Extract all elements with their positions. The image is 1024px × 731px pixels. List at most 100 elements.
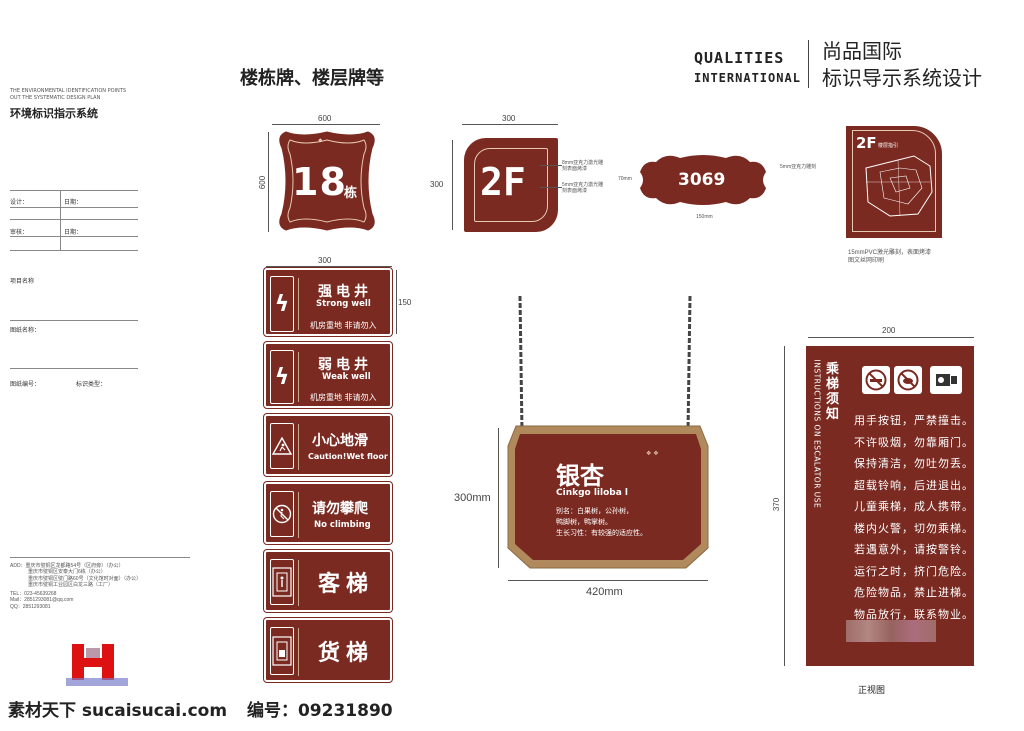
dim-line [462, 124, 558, 125]
leader-line [540, 187, 562, 188]
instruction-line: 物品放行，联系物业。 [854, 607, 974, 621]
brand-en-line1: QUALITIES [694, 49, 785, 67]
dim-label-width: 300 [318, 256, 332, 265]
design-label: 设计： [10, 199, 29, 206]
floor-map-sub: 楼层指引 [878, 143, 899, 149]
building-number: 18 [292, 160, 347, 204]
dim-line [808, 337, 974, 338]
dim-line [272, 124, 380, 125]
floor-map-note: 图文丝网印刷 [848, 258, 885, 264]
building-number-sign [279, 131, 375, 231]
strong-well-sign: ϟ 强电井 Strong well 机房重地 非请勿入 [263, 267, 393, 337]
divider [298, 278, 299, 330]
divider [10, 219, 138, 220]
dim-line [452, 140, 453, 230]
floor-map-inner [852, 130, 936, 232]
instruction-line: 不许吸烟，勿靠厢门。 [854, 435, 974, 449]
instruction-line: 保持清洁，勿吐勿丢。 [854, 457, 974, 470]
tree-desc: 别名：白果树，公孙树， [556, 507, 633, 515]
sign-type-label: 标识类型： [76, 381, 107, 388]
room-note: 5mm亚克力雕刻 [780, 164, 817, 170]
room-dim-h: 70mm [618, 176, 632, 182]
tree-logo-mark: ❖ ❖ [646, 450, 659, 457]
divider [10, 320, 138, 321]
room-number-sign [640, 155, 766, 205]
brand-logo-en: QUALITIES INTERNATIONAL [694, 48, 801, 88]
escalator-sign [806, 346, 974, 666]
sign-cn: 强电井 [318, 284, 372, 300]
sign-en: Strong well [316, 299, 371, 309]
watermark-id: 09231890 [297, 701, 393, 721]
hanging-chains [518, 296, 692, 433]
freight-elevator-icon [270, 627, 294, 675]
company-logo [66, 640, 128, 686]
project-name-label: 项目名称 [10, 278, 35, 285]
drawing-no-label: 图纸编号： [10, 381, 41, 388]
high-voltage-icon: ϟ [270, 276, 294, 332]
tel: TEL：023-45639268 [10, 591, 57, 597]
sign-sub: 机房重地 非请勿入 [310, 393, 377, 402]
tree-desc: 鸭脚树，鸭掌树。 [556, 518, 612, 526]
leader-line [540, 165, 562, 166]
divider [10, 250, 138, 251]
wet-floor-sign: 小心地滑 Caution!Wet floor [263, 413, 393, 477]
floor-note: 8mm亚克力激光雕刻表面烤漆 [562, 160, 604, 173]
elevator-icon [270, 559, 294, 605]
dim-line [784, 346, 785, 666]
instruction-line: 超载铃响，后进退出。 [854, 478, 974, 492]
address-line: 重庆市璧铜区璧门路60号（文化馆时对面）（办公） [28, 575, 142, 582]
floor-plan-diagram [865, 155, 933, 217]
view-caption: 正视图 [858, 686, 886, 696]
escalator-title: 乘梯须知 [826, 362, 840, 422]
address-line: ADD：重庆市璧铜区龙都路54号（区府旁）（办公） [10, 563, 124, 569]
tree-name-latin: Cinkgo liloba l [556, 488, 629, 498]
dim-label-height: 300 [430, 180, 444, 189]
escalator-title-en: INSTRUCTIONS ON ESCALATOR USE [812, 359, 822, 509]
address-line: 重庆市璧铜工业园区白龙三路（工厂） [28, 581, 114, 588]
dim-label-height: 300mm [454, 492, 491, 504]
slip-warning-icon [270, 423, 294, 469]
tree-name-cn: 银杏 [556, 462, 604, 490]
divider [10, 207, 138, 208]
title-en-line2: OUT THE SYSTEMATIC DESIGN PLAN [10, 94, 101, 101]
weak-well-sign: ϟ 弱电井 Weak well 机房重地 非请勿入 [263, 341, 393, 409]
room-dim-w: 150mm [696, 214, 713, 220]
dim-line [268, 132, 269, 232]
dim-line [266, 266, 392, 267]
tree-desc: 生长习性：有较强的适应性。 [556, 529, 647, 537]
low-voltage-icon: ϟ [270, 350, 294, 404]
sign-cn: 弱电井 [318, 357, 372, 373]
blurred-logo [846, 620, 936, 642]
qq: QQ：2851293081 [10, 603, 51, 610]
sign-cn: 请勿攀爬 [312, 501, 368, 517]
dim-label-width: 600 [318, 114, 332, 123]
floor-map-note: 15mmPVC激光雕刻，表面烤漆 [848, 250, 932, 256]
address-line: 重庆市璧铜区安泰大门6栋（办公） [28, 569, 106, 576]
instruction-line: 用手按钮，严禁撞击。 [854, 414, 974, 427]
no-cargo-icon [930, 366, 962, 394]
divider [298, 492, 299, 538]
brand-divider [808, 40, 809, 88]
room-number: 3069 [678, 170, 726, 190]
dim-label-width: 420mm [586, 586, 623, 598]
instruction-line: 楼内火警，切勿乘梯。 [854, 521, 974, 535]
floor-label: 2F [480, 160, 526, 204]
watermark-site: 素材天下 sucaisucai.com [8, 701, 228, 721]
sign-cn: 小心地滑 [312, 433, 368, 449]
instruction-line: 儿童乘梯，成人携带。 [854, 500, 974, 513]
watermark: 素材天下 sucaisucai.com 编号：09231890 [8, 696, 393, 721]
floor-sign-inner [474, 148, 548, 222]
sign-en: No climbing [314, 520, 371, 530]
date-label: 日期： [64, 199, 83, 206]
date-label: 日期： [64, 229, 83, 236]
divider [10, 557, 190, 558]
title-cn: 环境标识指示系统 [10, 107, 98, 120]
drawing-name-label: 图纸名称： [10, 327, 41, 334]
freight-lift-sign: 货梯 [263, 617, 393, 683]
left-info-panel: THE ENVIRONMENTAL IDENTIFICATION POINTS … [10, 88, 190, 121]
divider [10, 368, 138, 369]
dim-line [498, 428, 499, 568]
instruction-line: 危险物品，禁止进梯。 [854, 586, 974, 599]
title-en-line1: THE ENVIRONMENTAL IDENTIFICATION POINTS [10, 88, 126, 94]
no-smoking-icon [862, 366, 890, 394]
